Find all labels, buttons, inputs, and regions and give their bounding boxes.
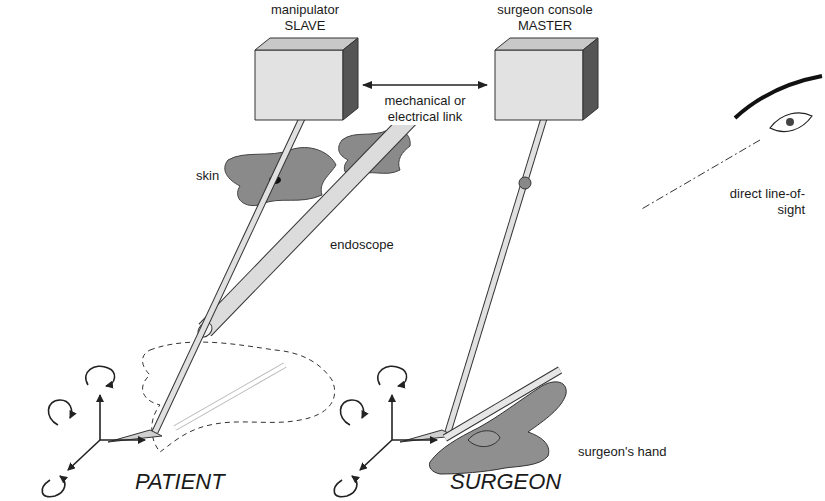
part-label: direct line-of-sight [705,186,805,218]
endoscope-tube-fill [205,108,420,330]
stylus-fill [445,370,560,438]
eye [770,113,812,132]
cube-top [255,38,358,50]
link-label: mechanical or electrical link [370,93,480,125]
axes-right [334,366,437,497]
ghost-tool [175,365,285,428]
side-title: PATIENT [135,469,225,495]
slave-rod-fill [155,112,305,432]
part-label: endoscope [330,237,394,253]
console-label: surgeon console MASTER [493,0,597,34]
cube-top [495,38,598,50]
thumb [468,431,500,447]
eye-pupil [786,118,794,126]
console-label: manipulator SLAVE [253,0,357,34]
eye-brow [735,76,822,118]
axes-left [42,366,145,497]
part-label: surgeon's hand [578,444,667,460]
endoscope-tube [205,108,420,330]
stylus [445,370,560,438]
console-box: surgeon console MASTER [490,0,600,125]
master-joint [519,177,531,189]
surgeon-hand [429,382,566,474]
cube-front [495,50,583,120]
cube-side [343,38,358,120]
part-label: skin [196,168,219,184]
side-title: SURGEON [450,469,561,495]
ghost-tool-edge [175,365,285,428]
cube-side [583,38,598,120]
slave-rod [155,112,305,432]
console-box: manipulator SLAVE [250,0,360,125]
link-arrow [363,84,487,86]
cube-front [255,50,343,120]
